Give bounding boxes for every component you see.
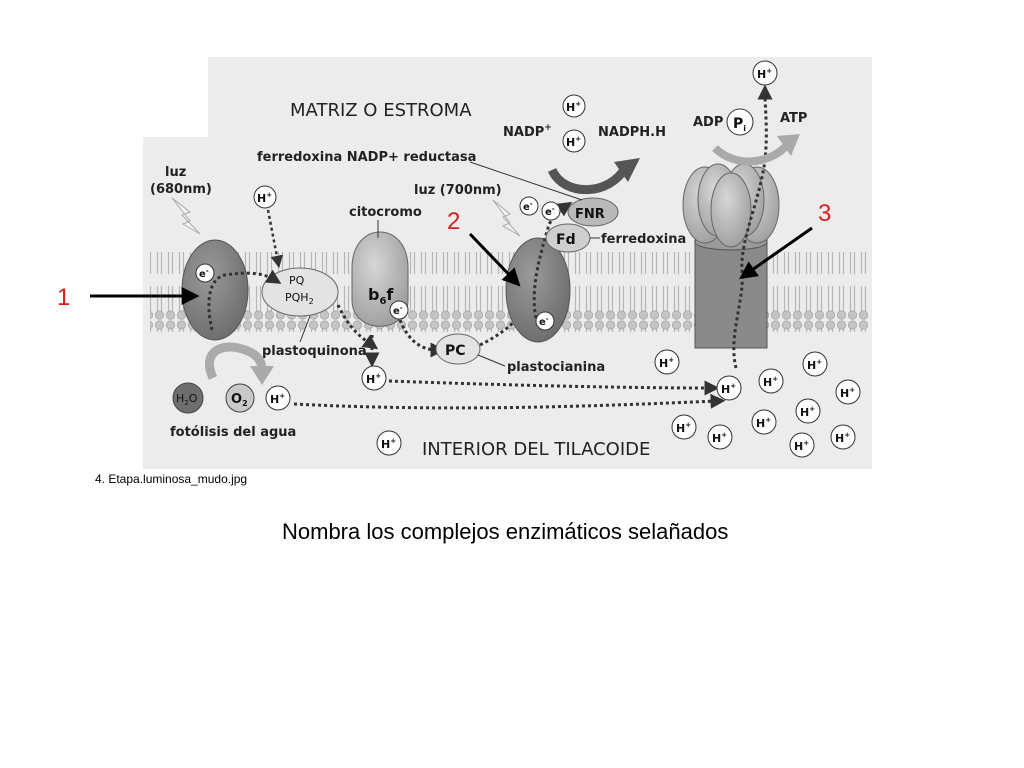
water-photolysis-arrow: [204, 342, 274, 385]
proton-badge: H+: [361, 365, 387, 391]
photolysis-label: fotólisis del agua: [170, 425, 296, 440]
proton-badge: H+: [830, 424, 856, 450]
proton-badge: H+: [795, 398, 821, 424]
svg-text:e-: e-: [523, 200, 533, 213]
plastoquinone-label: plastoquinona: [262, 344, 367, 359]
nadph-label: NADPH.H: [598, 125, 666, 140]
proton-badge: H+: [835, 379, 861, 405]
svg-text:PC: PC: [445, 343, 466, 359]
proton-badge: H+: [751, 409, 777, 435]
svg-text:FNR: FNR: [575, 207, 605, 222]
plastocyanin-label: plastocianina: [507, 360, 605, 375]
svg-text:3: 3: [818, 200, 831, 227]
svg-text:H+: H+: [712, 431, 727, 445]
proton-badge: H+: [789, 432, 815, 458]
svg-text:H+: H+: [270, 392, 285, 406]
fnr-enzyme: FNR: [567, 197, 619, 227]
image-caption: 4. Etapa.luminosa_mudo.jpg: [95, 472, 248, 486]
ferredoxin: Fd: [545, 223, 591, 253]
svg-text:Fd: Fd: [556, 232, 576, 248]
svg-text:H+: H+: [757, 67, 772, 81]
question-text: Nombra los complejos enzimáticos selañad…: [282, 519, 729, 544]
svg-text:H+: H+: [840, 386, 855, 400]
svg-text:O2: O2: [231, 392, 248, 408]
atp-synthase: [682, 163, 780, 349]
cytochrome-label: citocromo: [349, 205, 422, 220]
proton-badge: H+: [802, 351, 828, 377]
svg-text:Pi: Pi: [733, 116, 746, 133]
proton-badge: H+: [265, 385, 291, 411]
svg-text:H+: H+: [566, 135, 581, 149]
light-700-label: luz (700nm): [414, 183, 502, 198]
proton-badge: H+: [376, 430, 402, 456]
nadp-label: NADP+: [503, 123, 552, 140]
electron-badge: e-: [541, 201, 561, 221]
proton-badge: H+: [654, 349, 680, 375]
stroma-label: MATRIZ O ESTROMA: [290, 100, 472, 121]
svg-text:e-: e-: [199, 267, 209, 280]
svg-text:H+: H+: [800, 405, 815, 419]
svg-text:H+: H+: [756, 416, 771, 430]
svg-text:PQH2: PQH2: [285, 291, 314, 306]
svg-text:e-: e-: [539, 315, 549, 328]
lightning-icon: [492, 199, 521, 237]
svg-text:PQ: PQ: [289, 274, 305, 287]
svg-text:H+: H+: [659, 356, 674, 370]
plastocyanin: PC: [435, 333, 481, 365]
svg-text:H+: H+: [807, 358, 822, 372]
svg-text:H+: H+: [835, 431, 850, 445]
svg-text:H+: H+: [381, 437, 396, 451]
svg-text:e-: e-: [393, 304, 403, 317]
proton-badge: H+: [707, 424, 733, 450]
proton-badge: H+: [716, 375, 742, 401]
photosystem-i: [505, 237, 571, 343]
svg-text:H+: H+: [721, 382, 736, 396]
electron-badge: e-: [195, 263, 215, 283]
lumen-protons: H+ H+ H+ H+ H+ H+ H+ H+ H+ H+ H+ H+ H+ H+: [265, 349, 861, 458]
svg-text:b6f: b6f: [368, 285, 394, 307]
water-molecule: H2O: [172, 382, 204, 414]
svg-text:H2O: H2O: [176, 392, 198, 407]
electron-badge: e-: [535, 311, 555, 331]
light-680-wavelength: (680nm): [150, 182, 212, 197]
electron-badge: e-: [389, 300, 409, 320]
fnr-label: ferredoxina NADP+ reductasa: [257, 150, 476, 165]
svg-text:H+: H+: [763, 375, 778, 389]
svg-text:e-: e-: [545, 205, 555, 218]
proton-badge: H+: [562, 94, 586, 118]
lumen-label: INTERIOR DEL TILACOIDE: [422, 439, 650, 460]
adp-label: ADP: [693, 115, 723, 130]
svg-text:H+: H+: [257, 191, 272, 205]
svg-text:1: 1: [57, 284, 70, 311]
ferredoxin-label: ferredoxina: [601, 232, 686, 247]
marker-2: 2: [447, 208, 521, 287]
svg-text:H+: H+: [676, 421, 691, 435]
photosystem-ii: [181, 239, 249, 341]
atp-synthesis-arrow: [712, 134, 800, 166]
svg-text:H+: H+: [566, 100, 581, 114]
lightning-icon: [171, 197, 201, 235]
oxygen-molecule: O2: [225, 383, 255, 413]
marker-1: 1: [57, 284, 200, 311]
light-680-label: luz: [165, 165, 186, 180]
nadp-reduction-arrow: [547, 158, 640, 195]
phosphate-badge: Pi: [726, 108, 754, 136]
atp-label: ATP: [780, 111, 807, 126]
proton-badge: H+: [752, 60, 778, 86]
proton-badge: H+: [253, 185, 277, 209]
proton-badge: H+: [671, 414, 697, 440]
svg-text:H+: H+: [366, 372, 381, 386]
svg-text:2: 2: [447, 208, 460, 235]
proton-badge: H+: [562, 129, 586, 153]
proton-badge: H+: [758, 368, 784, 394]
electron-badge: e-: [519, 196, 539, 216]
plastoquinone-pool: PQ PQH2: [261, 267, 339, 317]
svg-text:H+: H+: [794, 439, 809, 453]
marker-3: 3: [739, 200, 831, 280]
